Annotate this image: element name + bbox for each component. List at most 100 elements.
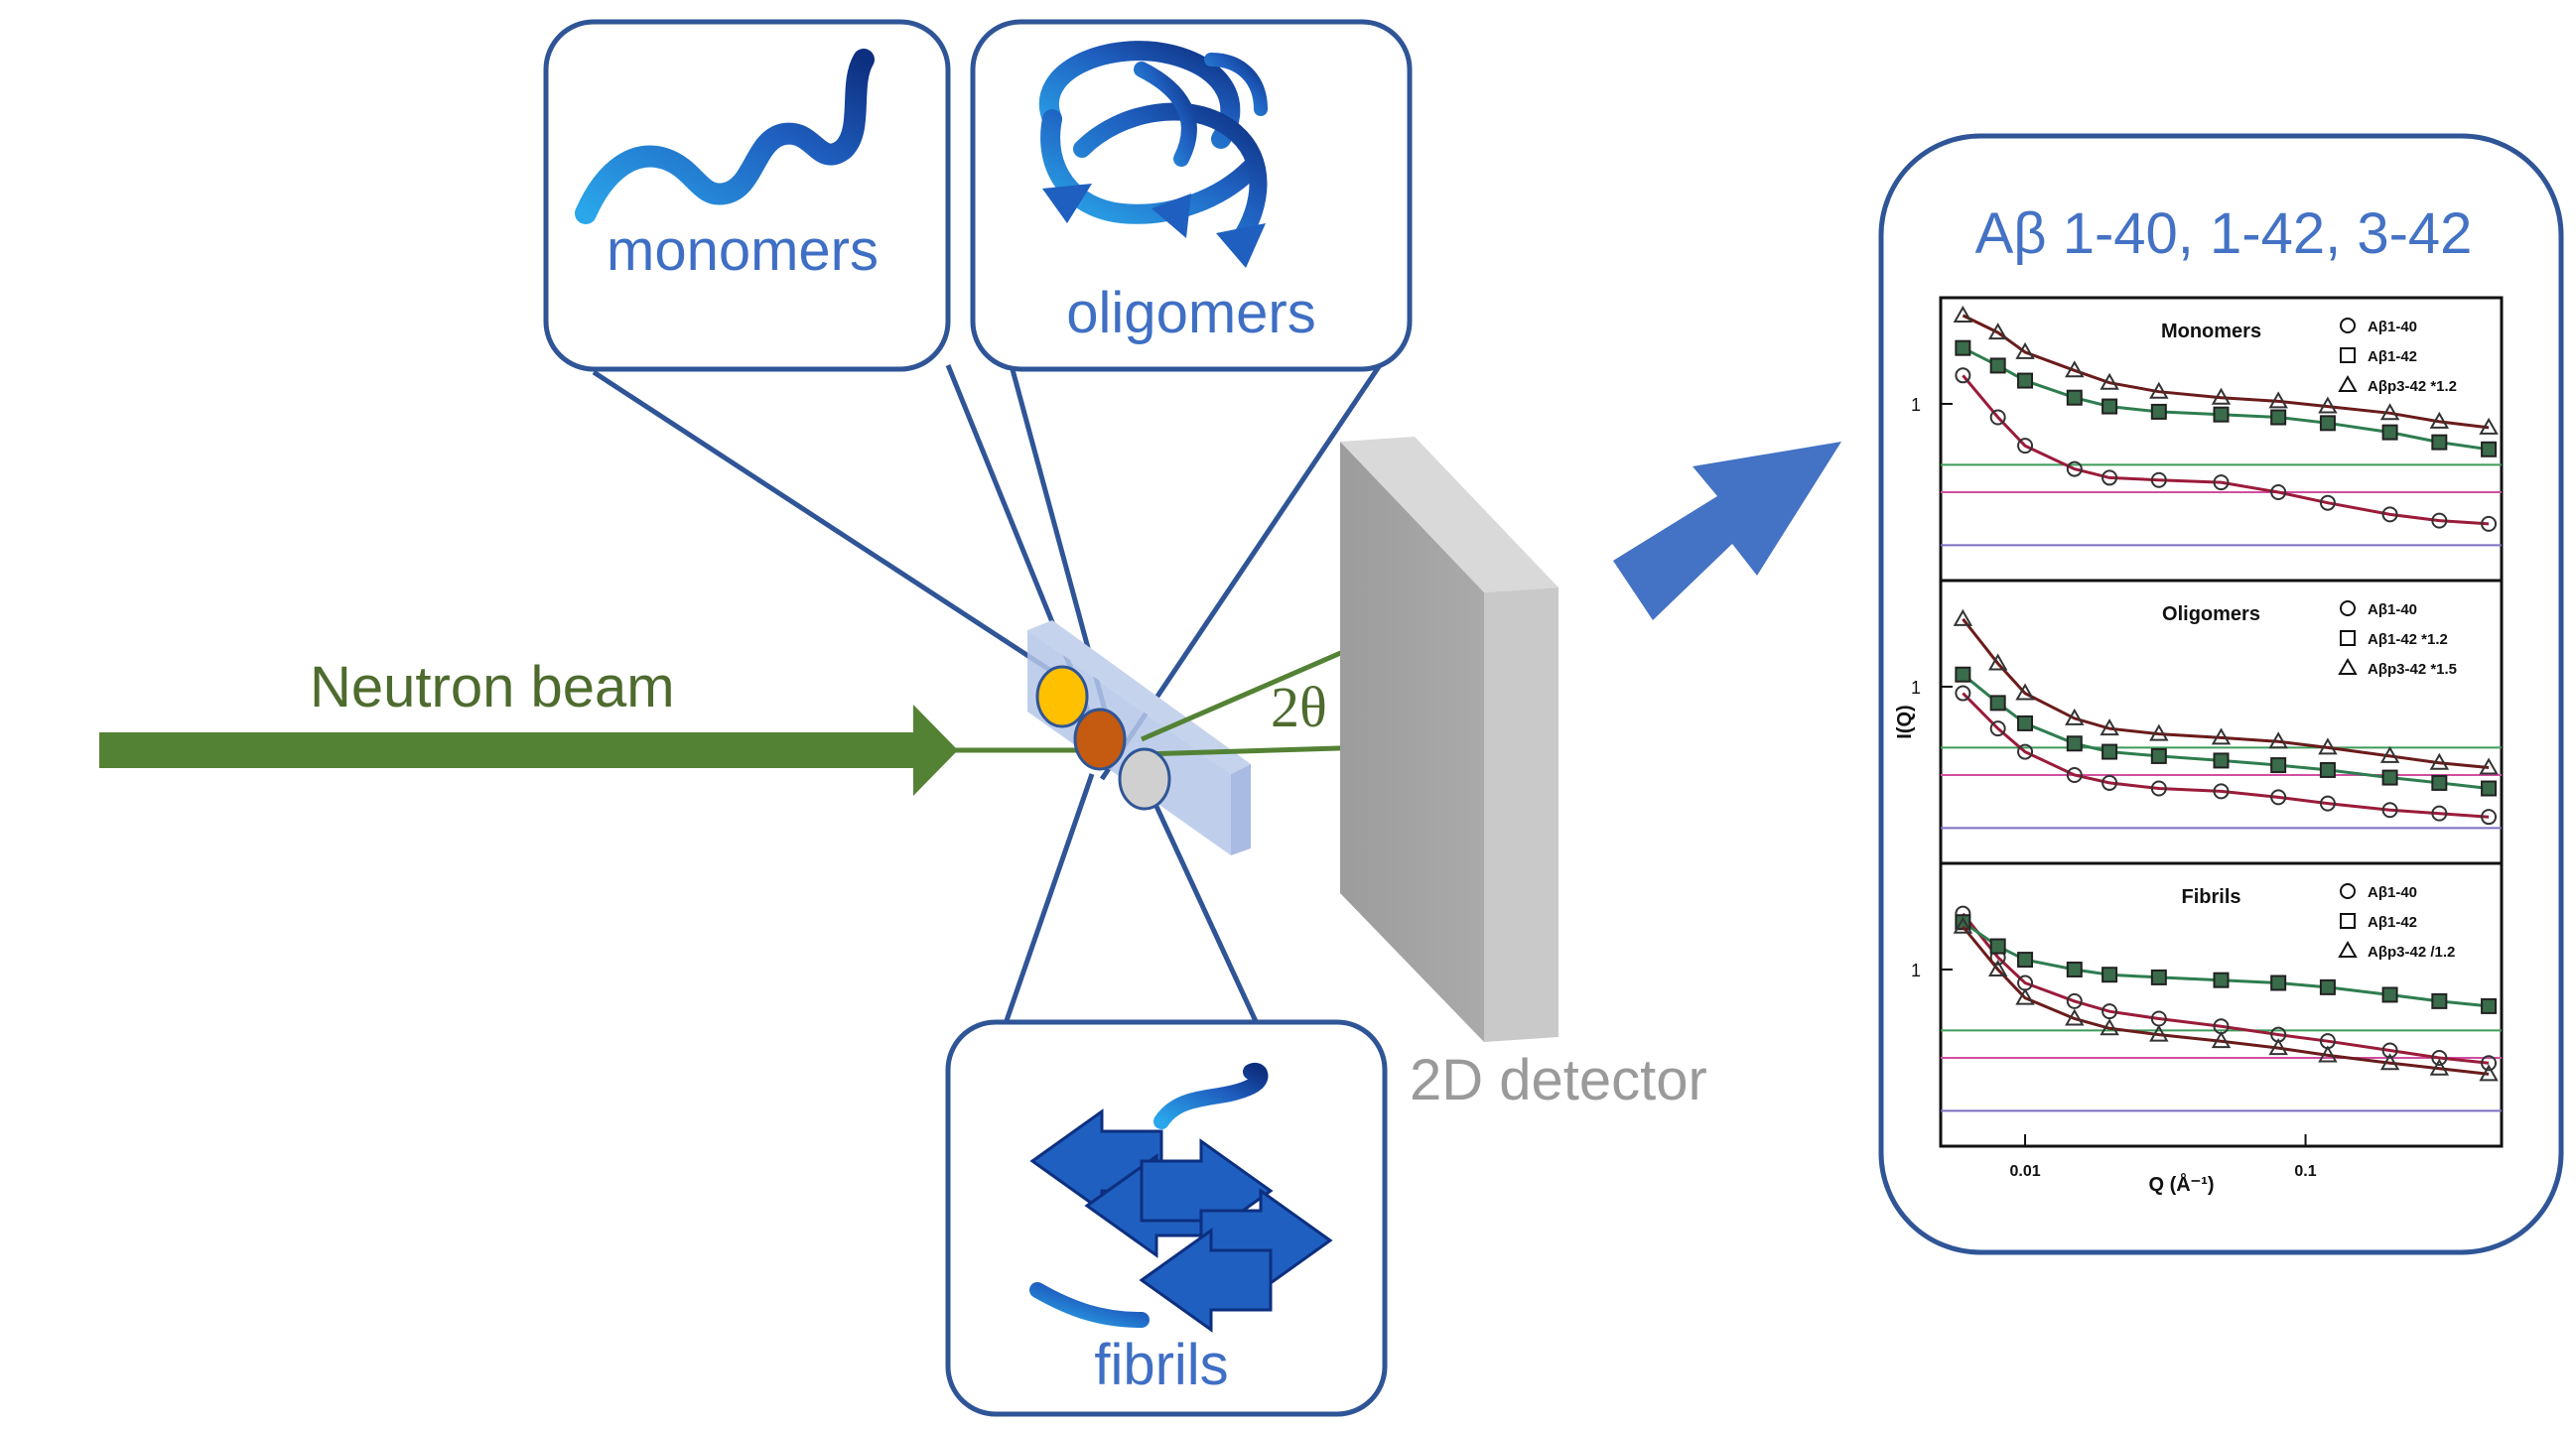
data-point [2017, 743, 2034, 760]
legend-label: Aβp3-42 /1.2 [2368, 944, 2455, 961]
data-point [2479, 417, 2499, 435]
plot-title: Oligomers [2162, 603, 2260, 625]
data-point [1989, 409, 2006, 426]
data-point [2066, 766, 2083, 783]
data-point [2381, 1042, 2398, 1059]
fibril-sheet-icon [1029, 1108, 1333, 1333]
data-point [2270, 789, 2287, 806]
data-point [2379, 745, 2400, 763]
detector-label: 2D detector [1410, 1048, 1707, 1112]
data-point [2101, 967, 2118, 983]
data-point [2065, 1008, 2085, 1026]
data-point [2429, 1058, 2450, 1076]
data-point [2211, 1031, 2232, 1049]
data-point [2017, 372, 2034, 389]
data-point [1955, 339, 1971, 356]
detector-2d [1340, 437, 1559, 1042]
data-point [1989, 357, 2006, 374]
data-point [2318, 1045, 2338, 1063]
legend-marker [2338, 940, 2358, 958]
x-tick-label: 0.1 [2294, 1163, 2316, 1180]
data-point [2101, 774, 2118, 791]
data-point [2066, 961, 2083, 977]
data-point [2381, 424, 2398, 441]
scattering-cone-lines [592, 361, 1383, 1034]
data-point [2270, 975, 2287, 991]
data-point [2268, 391, 2288, 409]
data-point [2101, 743, 2118, 760]
data-point [2270, 483, 2287, 500]
data-point [2150, 969, 2167, 985]
legend-marker [2340, 883, 2356, 899]
fibrils-label: fibrils [1094, 1333, 1228, 1397]
data-point [2015, 987, 2035, 1005]
data-point [2066, 460, 2083, 477]
data-point [2149, 381, 2169, 399]
data-point [2319, 978, 2336, 995]
data-point [2379, 403, 2400, 421]
fibril-loop-icon [1029, 1282, 1150, 1328]
y-axis-label: I(Q) [1894, 705, 1916, 738]
legend-label: Aβ1-42 [2368, 914, 2417, 931]
data-point [2066, 735, 2083, 752]
results-title: Aβ 1-40, 1-42, 3-42 [1975, 201, 2473, 266]
data-point [2379, 1053, 2400, 1071]
data-point [2150, 471, 2167, 488]
data-point [2211, 387, 2232, 405]
plot-frame [1939, 861, 2504, 1148]
results-panel: Aβ 1-40, 1-42, 3-42 Monomers1Aβ1-40Aβ1-4… [1878, 133, 2564, 1255]
legend-label: Aβ1-40 [2368, 319, 2417, 335]
data-point [2066, 389, 2083, 406]
data-point [1989, 938, 2006, 955]
data-point [2150, 403, 2167, 420]
y-tick-label: 1 [1911, 678, 1921, 698]
data-point [1989, 720, 2006, 737]
y-tick-label: 1 [1911, 395, 1921, 415]
legend-label: Aβ1-42 [2368, 348, 2417, 365]
data-point [2479, 1064, 2499, 1082]
data-point [1953, 305, 1973, 323]
oligomers-label: oligomers [1066, 281, 1315, 345]
data-point [2429, 752, 2450, 770]
result-arrow-icon [1613, 442, 1841, 620]
oligomer-ribbon-icon [1039, 41, 1268, 247]
data-point [2481, 441, 2498, 457]
data-point [1987, 959, 2008, 976]
data-point [2270, 409, 2287, 426]
data-point [2381, 506, 2398, 523]
data-point [2213, 783, 2230, 800]
plot-title: Fibrils [2181, 886, 2240, 908]
legend-marker [2340, 347, 2356, 363]
data-point [2270, 757, 2287, 774]
legend-label: Aβp3-42 *1.2 [2368, 378, 2457, 395]
legend-marker [2340, 600, 2356, 616]
data-point [2481, 997, 2498, 1014]
data-point [1953, 608, 1973, 626]
data-point [1955, 666, 1971, 683]
data-point [2381, 986, 2398, 1003]
data-point [2481, 780, 2498, 797]
fit-line [1962, 617, 2490, 769]
data-point [1955, 685, 1971, 702]
data-point [2431, 774, 2448, 791]
data-point [2100, 372, 2119, 390]
data-point [1955, 367, 1971, 384]
data-point [2101, 1003, 2118, 1020]
data-point [2017, 952, 2034, 969]
legend-marker [2340, 318, 2356, 333]
fibril-loop-icon [1153, 1062, 1269, 1129]
data-point [2101, 469, 2118, 486]
sample-gray [1118, 747, 1171, 811]
data-point [2431, 805, 2448, 822]
data-point [2065, 360, 2085, 378]
data-point [2319, 415, 2336, 432]
sample-holder [1027, 620, 1251, 855]
data-point [2429, 411, 2450, 429]
legend-label: Aβ1-42 *1.2 [2368, 631, 2448, 648]
legend-marker [2340, 913, 2356, 929]
x-axis-label: Q (Å⁻¹) [2148, 1172, 2214, 1196]
